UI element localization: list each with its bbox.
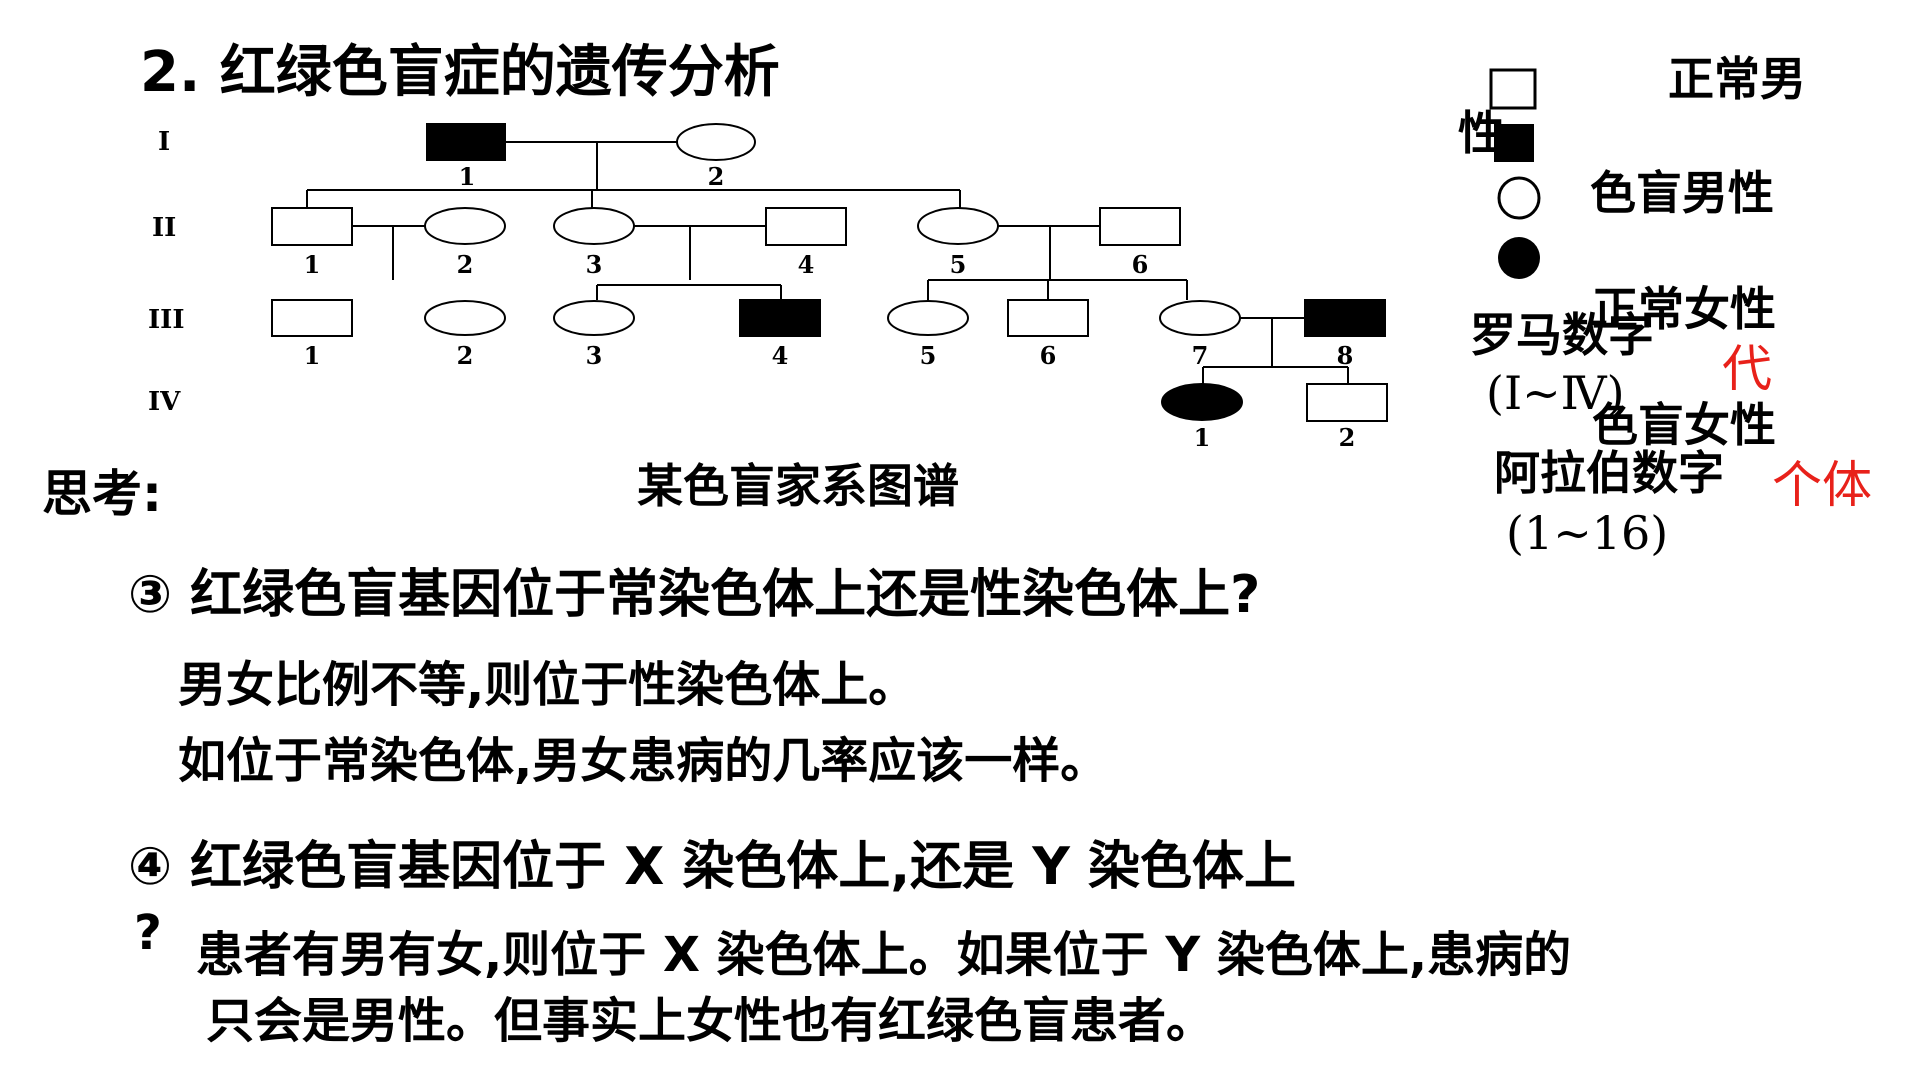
legend-arabic-range: (1~16)	[1506, 506, 1669, 560]
legend-colorblind-male-icon	[1494, 124, 1534, 162]
label-IV-2: 2	[1339, 423, 1356, 452]
label-II-6: 6	[1132, 250, 1149, 279]
legend-arabic-numeral-label: 阿拉伯数字	[1494, 446, 1724, 500]
individual-III-1-normal-male	[271, 299, 353, 337]
legend-individual-word: 个体	[1772, 456, 1872, 514]
individual-III-8-colorblind-male	[1304, 299, 1386, 337]
legend-roman-range: (Ⅰ~Ⅳ)	[1486, 366, 1625, 420]
individual-III-7-normal-female	[1159, 300, 1241, 336]
individual-II-4-normal-male	[765, 207, 847, 246]
label-III-6: 6	[1040, 341, 1057, 370]
label-II-3: 3	[586, 250, 603, 279]
individual-II-5-normal-female	[917, 207, 999, 245]
generation-label-II: II	[152, 213, 176, 243]
label-I-2: 2	[708, 162, 725, 191]
label-III-8: 8	[1337, 341, 1354, 370]
label-III-1: 1	[304, 341, 321, 370]
legend-normal-male-label-a: 正常男	[1668, 52, 1806, 106]
page-title: 2. 红绿色盲症的遗传分析	[140, 40, 780, 105]
legend-normal-female-label: 正常女性	[1592, 282, 1776, 336]
individual-III-3-normal-female	[553, 300, 635, 336]
individual-III-5-normal-female	[887, 300, 969, 336]
legend-generation-word: 代	[1722, 340, 1772, 398]
individual-III-4-colorblind-male	[739, 299, 821, 337]
generation-label-III: III	[148, 305, 185, 335]
answer-4-line-1: 患者有男有女,则位于 X 染色体上。如果位于 Y 染色体上,患病的	[196, 927, 1572, 983]
individual-I-2-normal-female	[676, 123, 756, 161]
label-IV-1: 1	[1194, 423, 1211, 452]
answer-3-line-2: 如位于常染色体,男女患病的几率应该一样。	[178, 733, 1109, 789]
answer-3-line-1: 男女比例不等,则位于性染色体上。	[178, 657, 917, 713]
label-II-4: 4	[798, 250, 815, 279]
label-III-2: 2	[457, 341, 474, 370]
legend-colorblind-female-icon	[1498, 237, 1540, 279]
legend-roman-numeral-label: 罗马数字	[1470, 308, 1654, 362]
legend-normal-male-label-b: 性	[1458, 106, 1504, 160]
label-III-3: 3	[586, 341, 603, 370]
answer-4-line-2: 只会是男性。但事实上女性也有红绿色盲患者。	[206, 993, 1215, 1049]
legend-colorblind-female-label: 色盲女性	[1592, 398, 1776, 452]
label-II-5: 5	[950, 250, 967, 279]
label-III-5: 5	[920, 341, 937, 370]
question-4: ④ 红绿色盲基因位于 X 染色体上,还是 Y 染色体上	[128, 837, 1297, 897]
individual-II-3-normal-female	[553, 207, 635, 245]
individual-IV-1-colorblind-female	[1161, 383, 1243, 421]
pedigree-lines	[306, 141, 1349, 384]
think-label: 思考:	[42, 465, 162, 523]
generation-label-I: I	[158, 127, 170, 157]
legend-normal-female-icon	[1497, 176, 1541, 220]
individual-I-1-colorblind-male	[426, 123, 506, 161]
label-III-7: 7	[1192, 341, 1209, 370]
label-II-2: 2	[457, 250, 474, 279]
individual-III-2-normal-female	[424, 300, 506, 336]
individual-II-1-normal-male	[271, 207, 353, 246]
individual-II-2-normal-female	[424, 207, 506, 245]
individual-II-6-normal-male	[1099, 207, 1181, 246]
legend-normal-male-icon	[1489, 68, 1537, 110]
pedigree-caption: 某色盲家系图谱	[637, 459, 959, 513]
generation-label-IV: IV	[148, 387, 181, 417]
label-I-1: 1	[459, 162, 476, 191]
individual-IV-2-normal-male	[1306, 383, 1388, 422]
legend-colorblind-male-label: 色盲男性	[1590, 166, 1774, 220]
question-3: ③ 红绿色盲基因位于常染色体上还是性染色体上?	[128, 565, 1261, 625]
individual-III-6-normal-male	[1007, 299, 1089, 337]
question-4-end: ?	[134, 905, 162, 961]
label-II-1: 1	[304, 250, 321, 279]
label-III-4: 4	[772, 341, 789, 370]
